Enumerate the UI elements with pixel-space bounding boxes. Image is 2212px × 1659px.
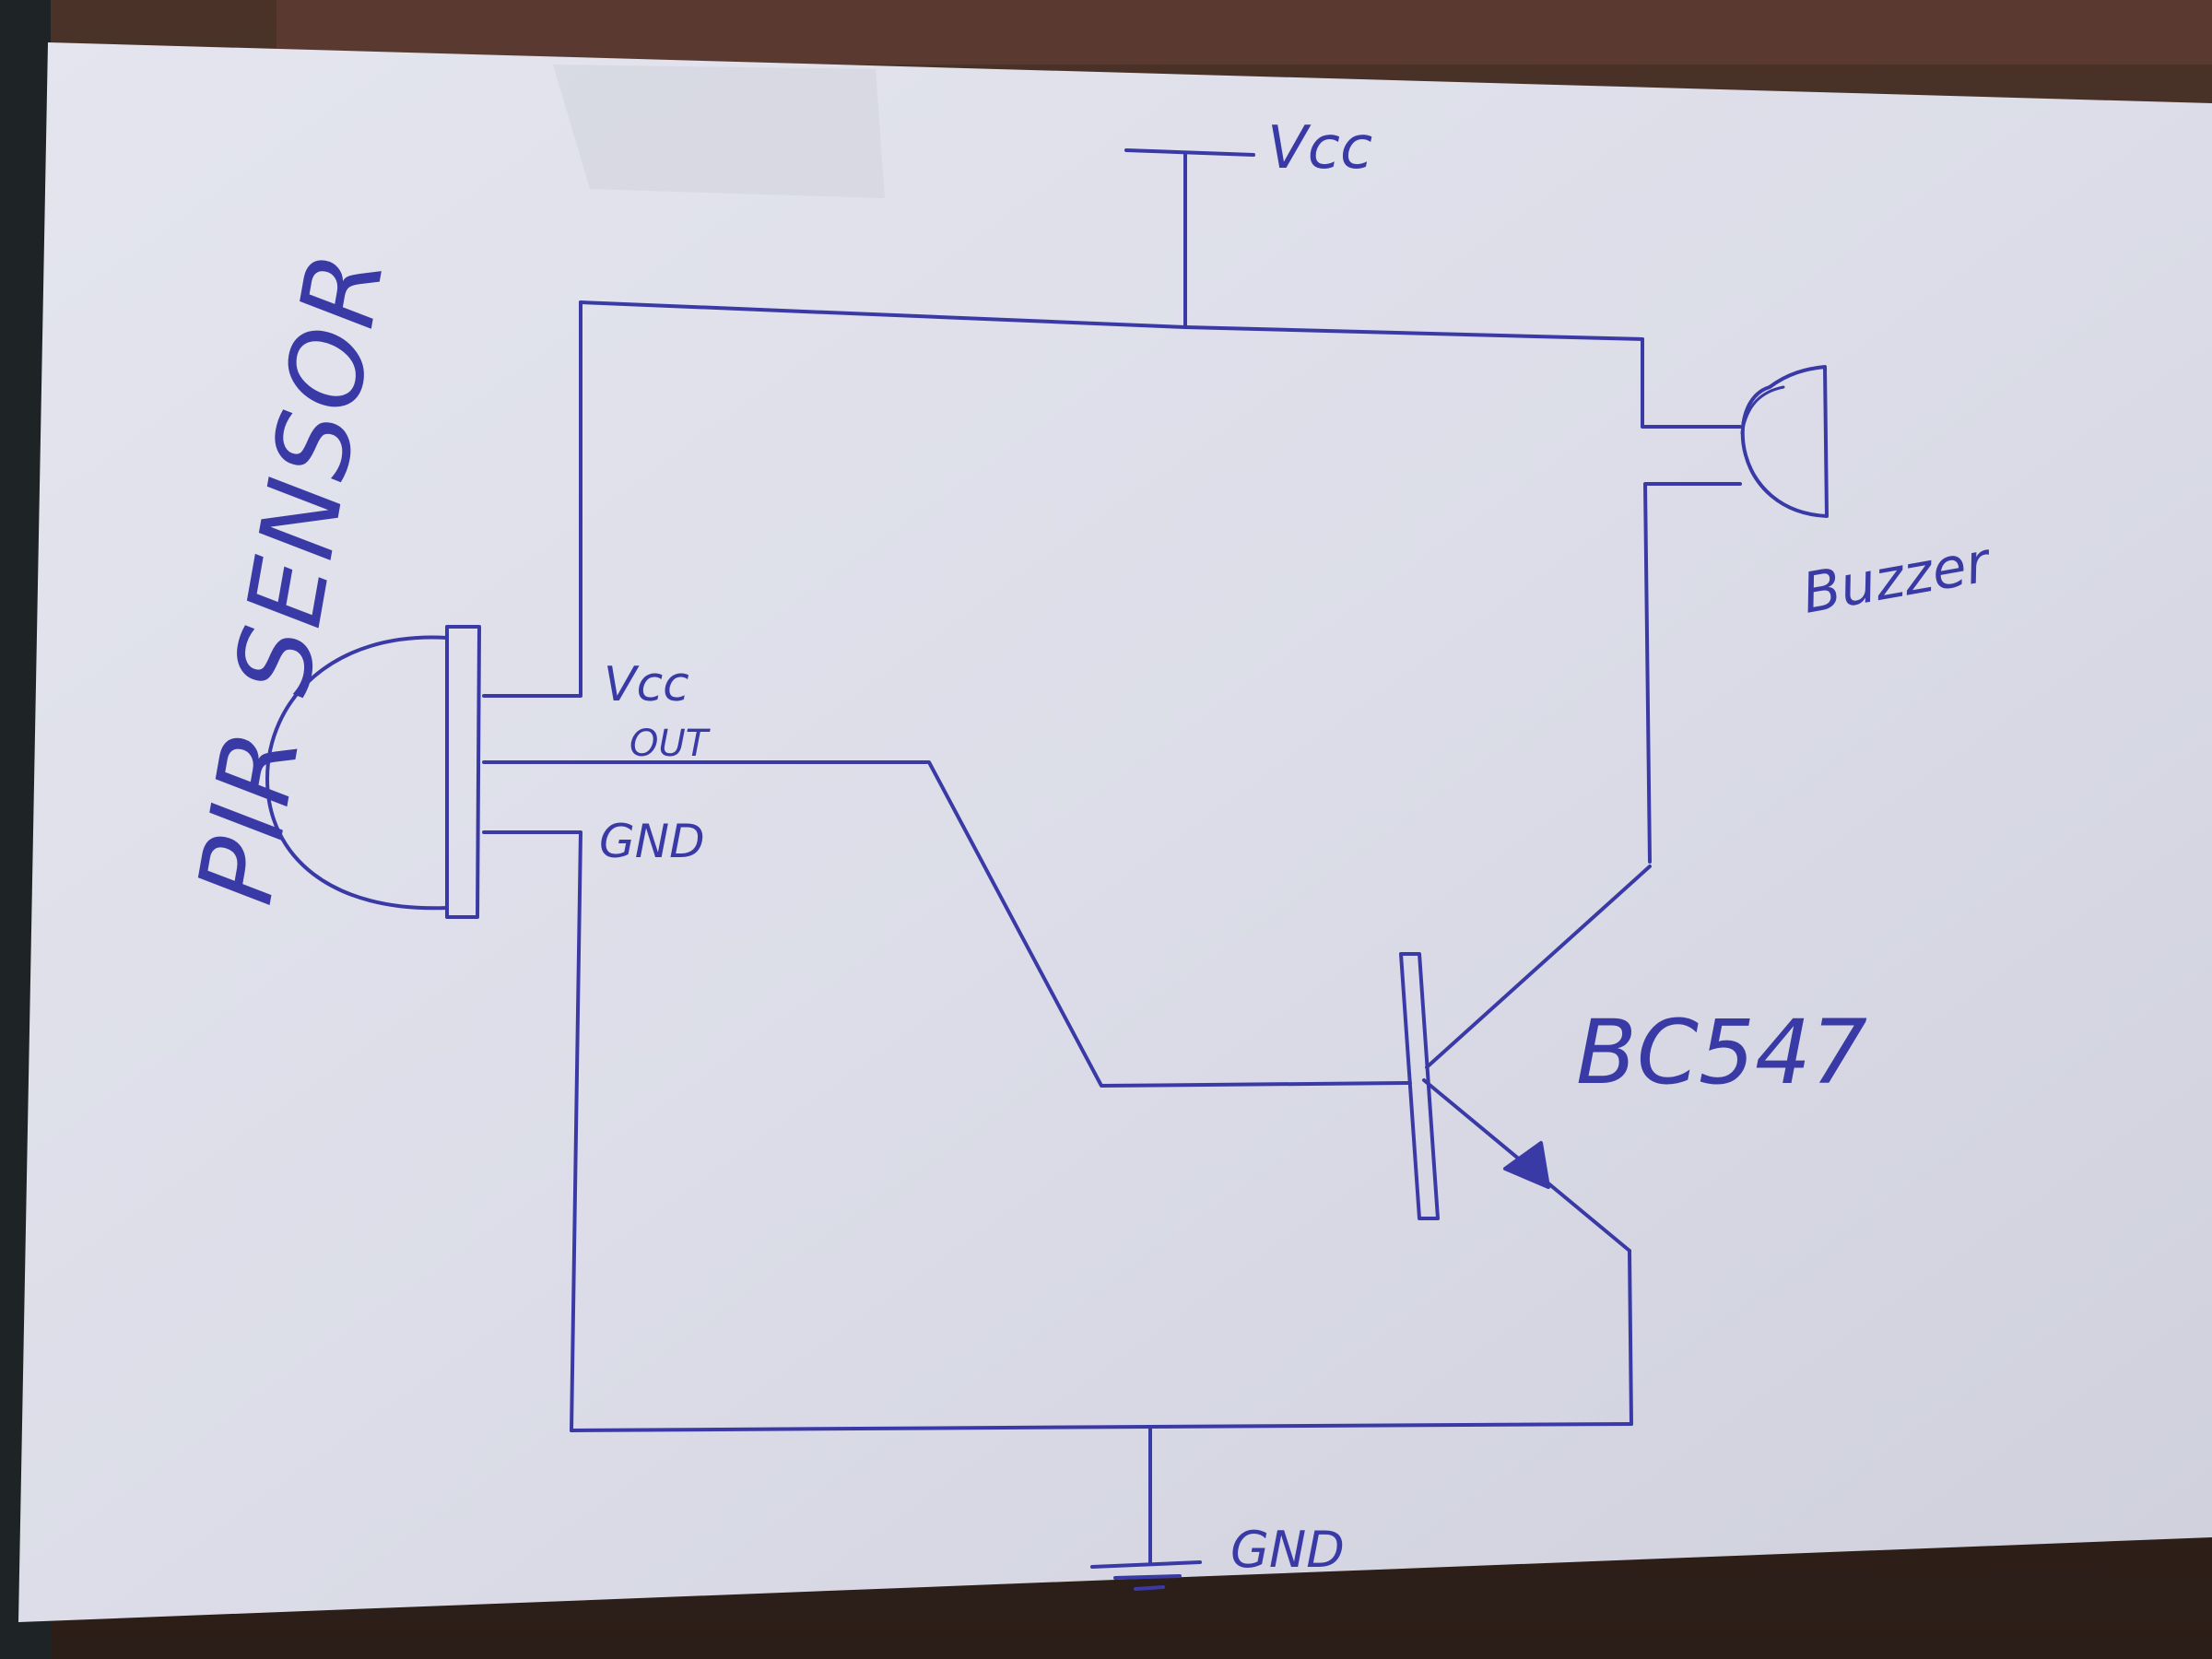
top-rail-wire	[579, 300, 1644, 341]
vcc-top-bar	[1124, 148, 1255, 157]
pin-gnd-label: GND	[599, 815, 705, 868]
out-signal-wire	[482, 760, 1412, 1088]
gnd-bottom-label: GND	[1230, 1521, 1345, 1579]
pir-vcc-wire	[482, 300, 582, 698]
collector-wire	[1425, 865, 1652, 1069]
buzzer-inner-stroke	[1740, 385, 1785, 435]
paper-shadow	[553, 65, 885, 198]
buzzer-bottom-wire	[1643, 482, 1742, 864]
top-fabric	[276, 0, 2212, 65]
vcc-top-label: Vcc	[1267, 114, 1372, 182]
schematic-ink	[265, 148, 1829, 1591]
transistor-base-bar	[1399, 952, 1440, 1220]
paper-sheet	[18, 42, 2212, 1622]
pir-sensor-dome	[265, 635, 449, 911]
pin-out-label: OUT	[629, 723, 712, 765]
gnd-line-3	[1134, 1585, 1165, 1591]
transistor-label: BC547	[1576, 1001, 1867, 1104]
gnd-line-2	[1113, 1574, 1182, 1580]
buzzer-top-wire	[1641, 337, 1742, 429]
pir-sensor-bar	[445, 625, 481, 919]
pin-vcc-label: Vcc	[604, 657, 689, 712]
pir-gnd-wire	[482, 830, 582, 1432]
emitter-ground-wire	[1628, 1249, 1633, 1426]
emitter-arrow	[1503, 1141, 1550, 1189]
buzzer-symbol	[1740, 365, 1829, 518]
gnd-line-1	[1090, 1560, 1202, 1569]
